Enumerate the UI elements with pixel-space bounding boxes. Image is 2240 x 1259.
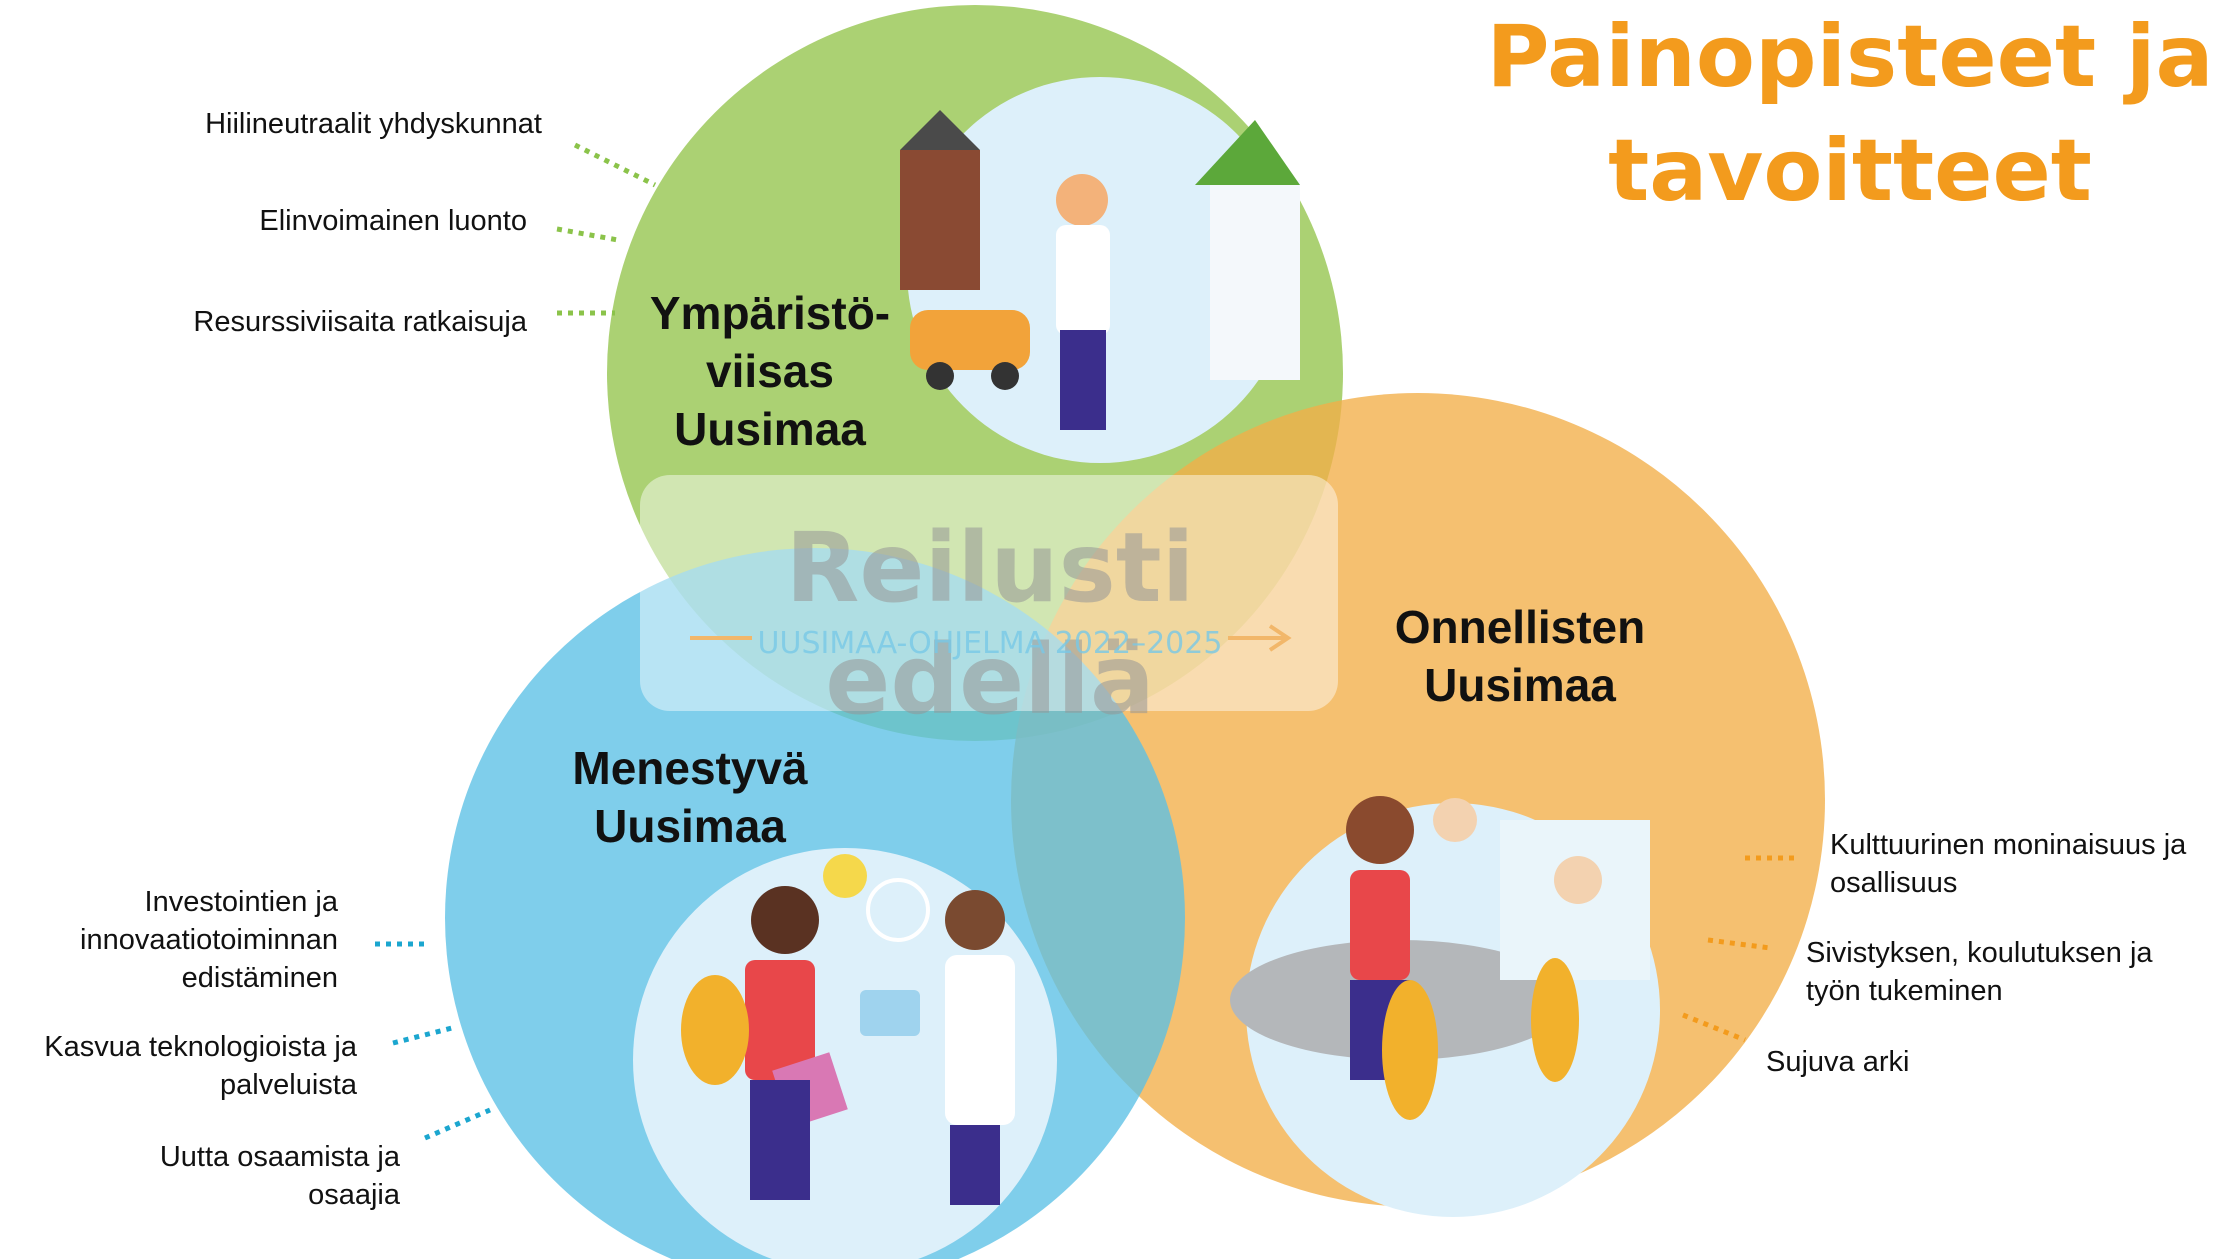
circle-title-blue: Menestyvä Uusimaa — [572, 742, 808, 852]
label-sivistyksen: Sivistyksen, koulutuksen ja työn tukemin… — [1806, 937, 2153, 1007]
illustration-happy — [1230, 796, 1660, 1217]
label-sujuva-arki: Sujuva arki — [1766, 1046, 1910, 1078]
banner-arrow-icon — [1268, 624, 1292, 652]
label-uutta-osaamista: Uutta osaamista ja osaajia — [159, 1141, 400, 1211]
leaders-orange — [1682, 855, 1800, 1043]
illustration-environment — [900, 77, 1300, 463]
banner-subtitle: UUSIMAA-OHJELMA 2022–2025 — [757, 626, 1223, 661]
leaders-green — [556, 142, 657, 316]
circle-title-orange: Onnellisten Uusimaa — [1394, 601, 1646, 711]
label-elinvoimainen: Elinvoimainen luonto — [259, 205, 527, 237]
label-resurssiviisaita: Resurssiviisaita ratkaisuja — [193, 306, 527, 338]
banner-title: Reilusti edellä — [785, 512, 1195, 736]
page-title: Painopisteet ja tavoitteet — [1486, 7, 2214, 221]
label-investointien: Investointien ja innovaatiotoiminnan edi… — [80, 886, 338, 994]
leaders-blue — [375, 941, 491, 1141]
illustration-successful — [633, 848, 1057, 1259]
label-hiilineutraalit: Hiilineutraalit yhdyskunnat — [205, 108, 542, 140]
label-kulttuurinen: Kulttuurinen moninaisuus ja osallisuus — [1830, 829, 2187, 899]
label-kasvua: Kasvua teknologioista ja palveluista — [44, 1031, 357, 1101]
logo-banner-panel — [640, 475, 1338, 711]
circle-title-green: Ympäristö- viisas Uusimaa — [649, 287, 891, 455]
